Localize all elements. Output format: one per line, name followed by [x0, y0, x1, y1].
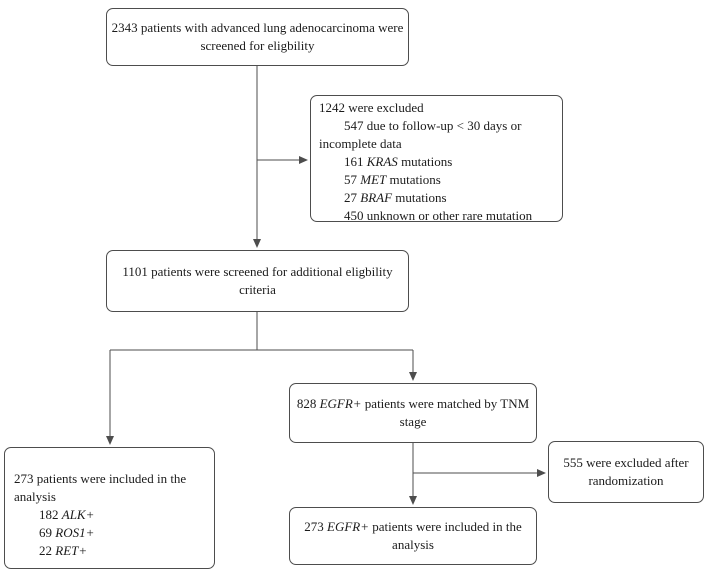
box-text-line: 273 patients were included in the: [14, 470, 206, 488]
box-text-line: 1101 patients were screened for addition…: [122, 263, 392, 281]
gene-name-italic: BRAF: [360, 190, 393, 205]
text-segment: criteria: [239, 282, 276, 297]
box-screened-for-eligibility: 2343 patients with advanced lung adenoca…: [106, 8, 409, 66]
gene-name-italic: MET: [360, 172, 387, 187]
box-text-line: incomplete data: [319, 135, 554, 153]
text-segment: 57: [344, 172, 361, 187]
box-text-line: screened for eligbility: [200, 37, 314, 55]
box-text-line: 450 unknown or other rare mutation: [319, 207, 554, 225]
box-excluded: 1242 were excluded 547 due to follow-up <…: [310, 95, 563, 225]
text-segment: analysis: [392, 537, 434, 552]
box-text-line: 182 ALK+: [14, 506, 206, 524]
box-text-line: 57 MET mutations: [319, 171, 554, 189]
text-segment: 828: [296, 396, 320, 411]
text-segment: randomization: [588, 473, 664, 488]
box-text-line: stage: [400, 413, 427, 431]
box-text-line: 828 EGFR+ patients were matched by TNM: [297, 395, 529, 413]
text-segment: 2343 patients with advanced lung adenoca…: [111, 20, 404, 35]
gene-name-italic: ALK+: [61, 507, 95, 522]
box-text-line: analysis: [14, 488, 206, 506]
box-text-line: 2343 patients with advanced lung adenoca…: [112, 19, 404, 37]
text-segment: 161: [344, 154, 367, 169]
text-segment: 22: [39, 543, 56, 558]
text-segment: 1101 patients were screened for addition…: [122, 264, 393, 279]
box-text-line: randomization: [588, 472, 663, 490]
box-text-line: 547 due to follow-up < 30 days or: [319, 117, 554, 135]
text-segment: mutations: [397, 154, 453, 169]
box-text-line: 22 RET+: [14, 542, 206, 560]
gene-name-italic: KRAS: [366, 154, 398, 169]
text-segment: 555 were excluded after: [563, 455, 689, 470]
text-segment: 27: [344, 190, 361, 205]
text-segment: 273: [304, 519, 328, 534]
text-segment: 182: [39, 507, 62, 522]
text-segment: 69: [39, 525, 56, 540]
text-segment: mutations: [392, 190, 447, 205]
box-text-line: analysis: [392, 536, 434, 554]
text-segment: analysis: [14, 489, 56, 504]
text-segment: patients were included in the: [369, 519, 522, 534]
box-alk-ros1-ret-analysis: 273 patients were included in the analysi…: [4, 447, 215, 569]
box-text-line: 69 ROS1+: [14, 524, 206, 542]
text-segment: mutations: [386, 172, 441, 187]
text-segment: incomplete data: [319, 136, 402, 151]
box-additional-eligibility-screening: 1101 patients were screened for addition…: [106, 250, 409, 312]
text-segment: patients were matched by TNM: [361, 396, 530, 411]
box-text-line: 1242 were excluded: [319, 99, 554, 117]
box-text-line: 555 were excluded after: [563, 454, 688, 472]
gene-name-italic: ROS1+: [55, 525, 95, 540]
gene-name-italic: EGFR+: [319, 396, 362, 411]
text-segment: 273 patients were included in the: [14, 471, 187, 486]
text-segment: 450 unknown or other rare mutation: [344, 208, 533, 223]
text-segment: stage: [399, 414, 427, 429]
text-segment: screened for eligbility: [200, 38, 315, 53]
text-segment: 547 due to follow-up < 30 days or: [344, 118, 522, 133]
box-text-line: 161 KRAS mutations: [319, 153, 554, 171]
box-text-line: 273 EGFR+ patients were included in the: [304, 518, 521, 536]
box-text-line: criteria: [239, 281, 276, 299]
box-excluded-after-randomization: 555 were excluded after randomization: [548, 441, 704, 503]
gene-name-italic: RET+: [55, 543, 88, 558]
box-text-line: 27 BRAF mutations: [319, 189, 554, 207]
text-segment: 1242 were excluded: [319, 100, 424, 115]
gene-name-italic: EGFR+: [327, 519, 370, 534]
